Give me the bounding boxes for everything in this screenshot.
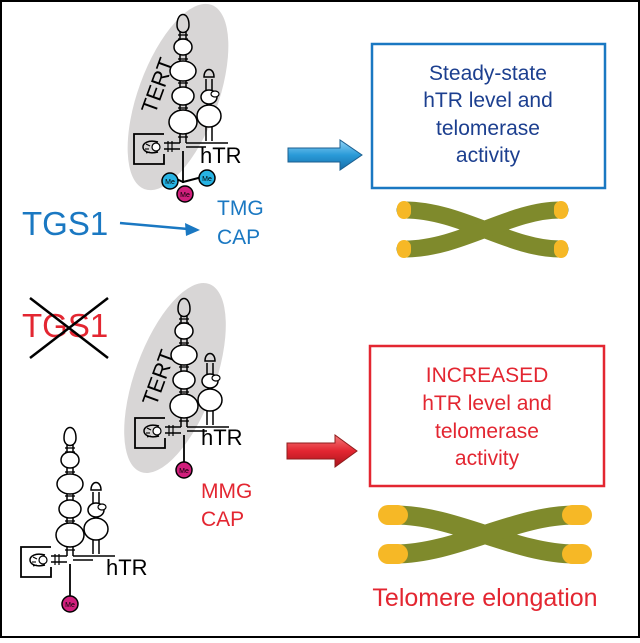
me-label-1: Me	[165, 179, 175, 186]
tmg-label: TMG	[217, 197, 264, 220]
methyl-group-cyan-right	[198, 169, 216, 187]
increased-line3: telomerase	[435, 420, 539, 443]
tmg-cap-label: CAP	[217, 226, 260, 249]
bottom-panel: TGS1 TERT hTR Me MMG CAP hTR Me INCREASE…	[20, 283, 606, 613]
telomere-short-2	[397, 240, 411, 258]
steady-state-box	[370, 42, 607, 190]
result-arrow-top	[287, 139, 363, 171]
mmg-label: MMG	[201, 480, 252, 503]
telomere-short-1	[397, 201, 411, 219]
methyl-group-bottom	[175, 461, 193, 479]
htr-label-bottom: hTR	[201, 425, 243, 450]
increased-box	[368, 344, 606, 488]
telomere-long-1	[378, 505, 408, 525]
me-label-2: Me	[180, 192, 190, 199]
methyl-group-magenta	[176, 185, 194, 203]
tgs1-to-cap-arrow	[119, 221, 200, 236]
tmg-cap-glyph: Me Me Me	[161, 169, 216, 203]
chromosome-elongated	[378, 505, 592, 564]
increased-text: INCREASED hTR level and telomerase activ…	[422, 364, 552, 470]
telomere-short-3	[554, 201, 568, 219]
methyl-group-free	[61, 595, 79, 613]
steady-state-line3: telomerase	[436, 117, 540, 140]
result-arrow-bottom	[286, 434, 358, 468]
telomere-long-3	[562, 505, 592, 525]
me-label-free: Me	[65, 602, 75, 609]
chromosome-normal	[396, 201, 569, 258]
me-label-bottom: Me	[179, 468, 189, 475]
steady-state-line4: activity	[456, 144, 521, 167]
increased-line4: activity	[455, 447, 520, 470]
methyl-group-cyan-left	[161, 172, 179, 190]
telomere-long-2	[378, 544, 408, 564]
mmg-cap-label: CAP	[201, 508, 244, 531]
me-label-3: Me	[202, 176, 212, 183]
increased-line2: hTR level and	[422, 392, 552, 415]
telomere-long-4	[562, 544, 592, 564]
telomere-elongation-label: Telomere elongation	[372, 584, 597, 612]
tgs1-knockout-cross	[29, 297, 109, 359]
telomere-short-4	[554, 240, 568, 258]
htr-label-top: hTR	[200, 143, 242, 168]
steady-state-line1: Steady-state	[429, 62, 547, 85]
free-htr-label: hTR	[106, 555, 148, 580]
increased-line1: INCREASED	[426, 364, 549, 387]
tgs1-label-top: TGS1	[22, 205, 108, 242]
steady-state-text: Steady-state hTR level and telomerase ac…	[423, 62, 553, 167]
top-panel: TERT hTR Me Me Me TGS1 TMG CAP Steady-st…	[22, 3, 607, 258]
steady-state-line2: hTR level and	[423, 89, 553, 112]
